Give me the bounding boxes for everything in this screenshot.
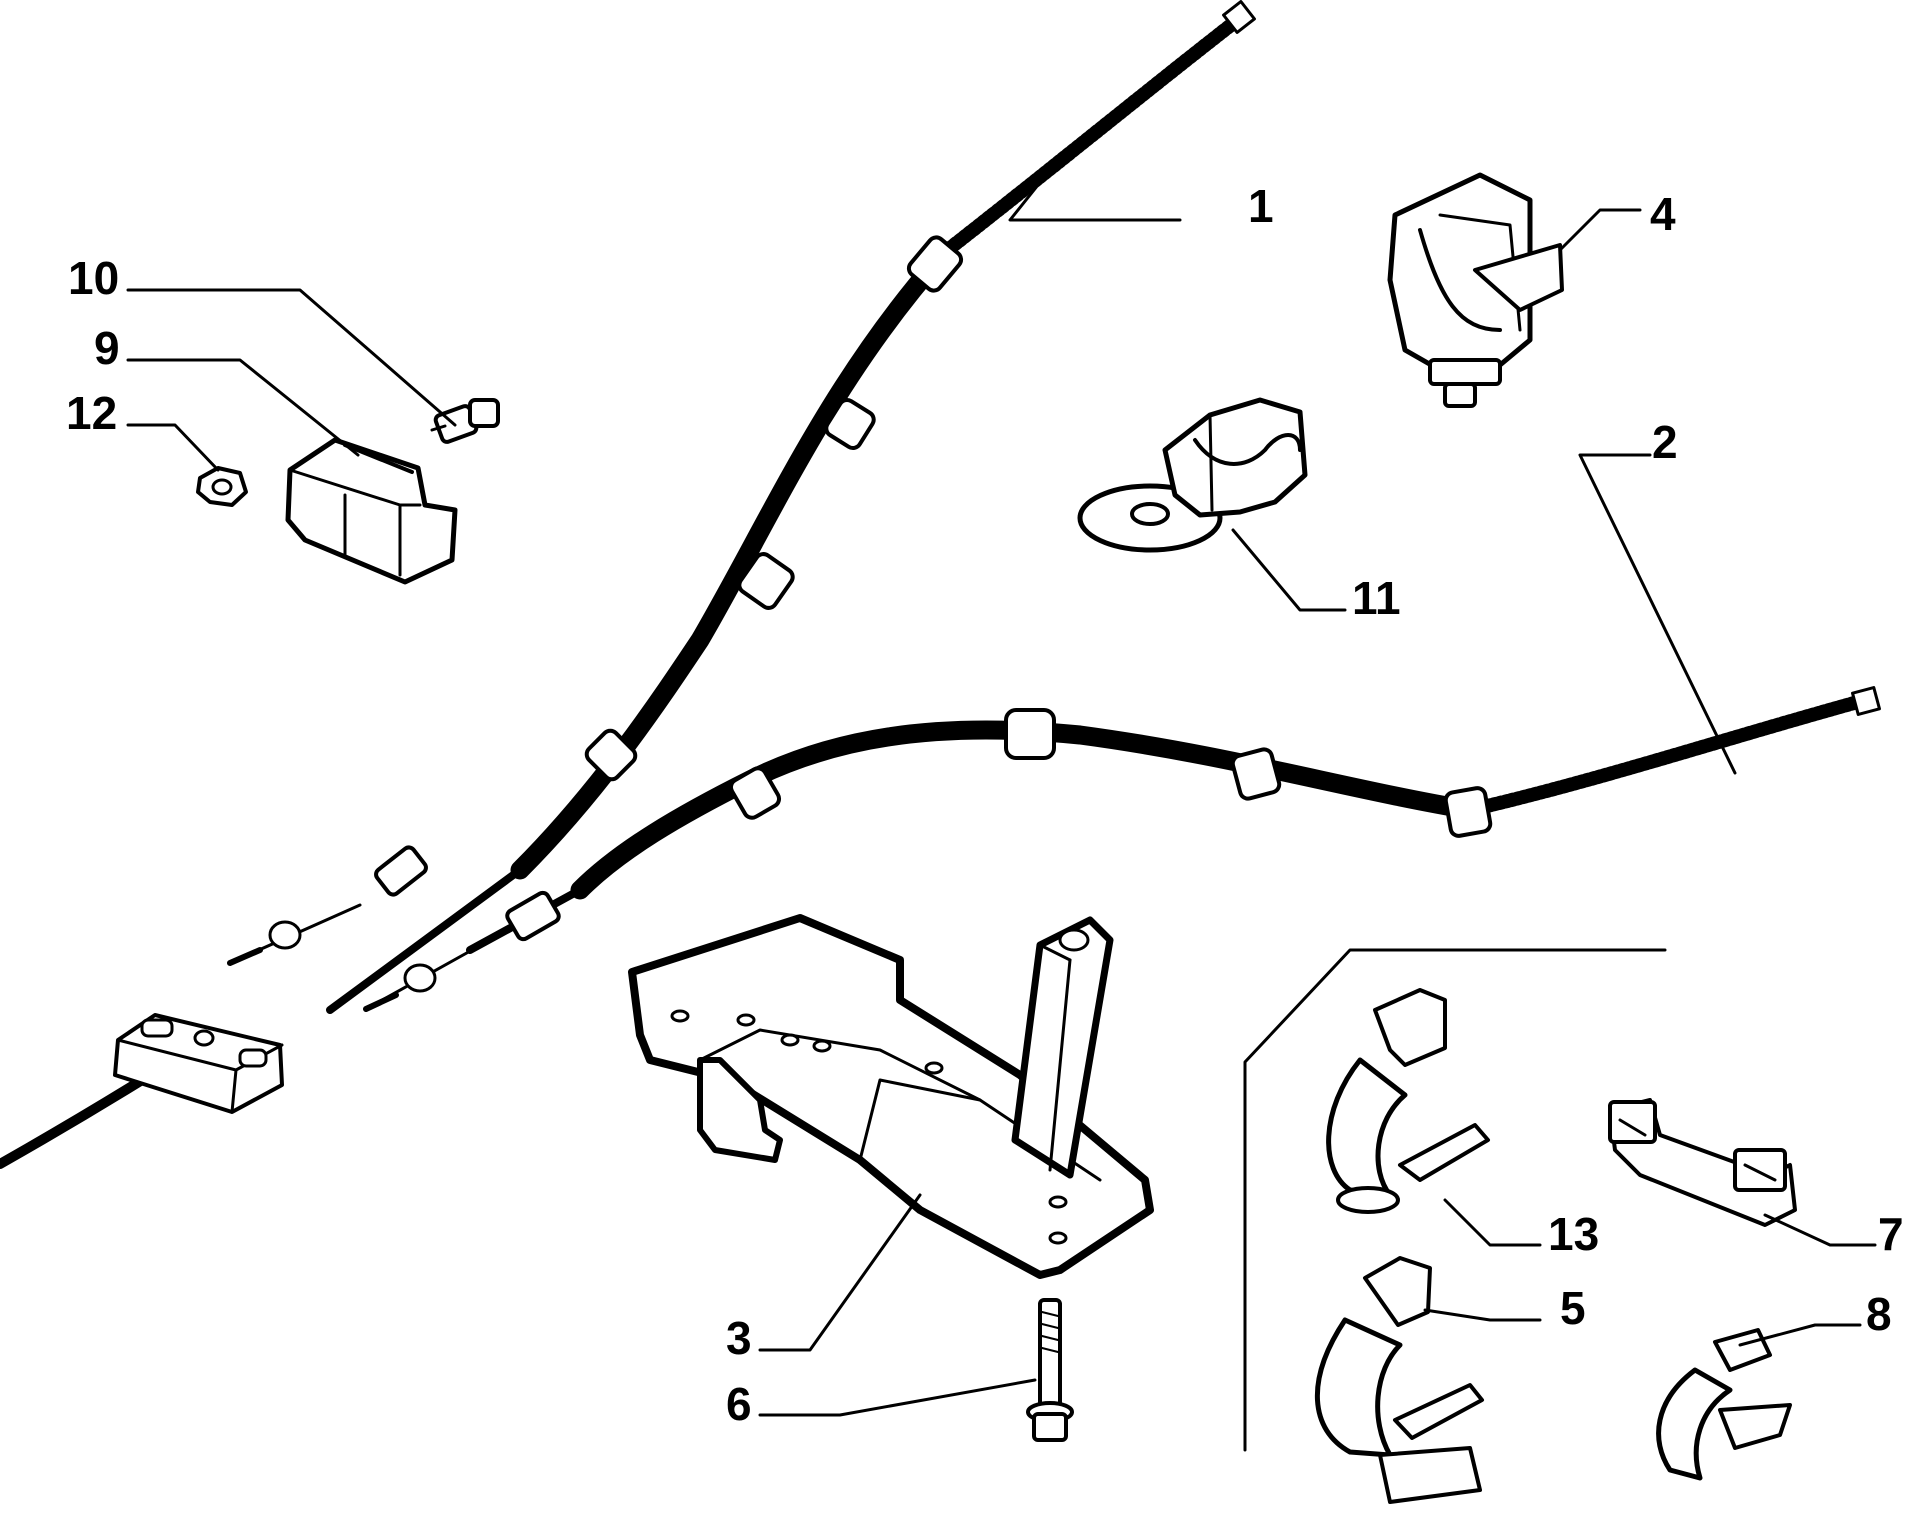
leader-3 bbox=[758, 1193, 922, 1352]
callout-9: 9 bbox=[94, 322, 120, 374]
leader-4 bbox=[1558, 208, 1642, 252]
callout-12: 12 bbox=[66, 387, 117, 439]
leader-9 bbox=[126, 358, 360, 457]
equalizer-lever-cable bbox=[0, 1013, 284, 1169]
part-5-clip bbox=[1314, 1256, 1484, 1504]
part-2-cable-lower bbox=[363, 686, 1881, 1012]
leader-lines bbox=[126, 158, 1877, 1417]
callout-3: 3 bbox=[726, 1312, 752, 1364]
leader-2 bbox=[1578, 453, 1737, 775]
part-12-nut bbox=[196, 466, 248, 507]
part-9-cover bbox=[285, 437, 458, 585]
part-13-clip bbox=[1326, 988, 1490, 1214]
part-6-bolt bbox=[1026, 1298, 1074, 1442]
leader-6 bbox=[758, 1378, 1037, 1417]
callout-7: 7 bbox=[1878, 1208, 1904, 1260]
leader-1 bbox=[1008, 158, 1182, 222]
leader-11 bbox=[1231, 528, 1347, 612]
leader-7 bbox=[1763, 1213, 1877, 1247]
callout-labels: 1 4 2 11 10 9 12 3 6 13 5 7 8 bbox=[66, 180, 1904, 1430]
callout-5: 5 bbox=[1560, 1282, 1586, 1334]
leader-12 bbox=[126, 423, 220, 472]
callout-8: 8 bbox=[1866, 1288, 1892, 1340]
part-8-small-clip bbox=[1656, 1328, 1792, 1481]
part-10-screw bbox=[430, 398, 500, 444]
part-4-cable-clip bbox=[1387, 172, 1564, 408]
callout-10: 10 bbox=[68, 252, 119, 304]
callout-4: 4 bbox=[1650, 188, 1676, 240]
callout-11: 11 bbox=[1352, 572, 1401, 624]
part-11-clip-nut-plate bbox=[1077, 397, 1308, 553]
leader-8 bbox=[1738, 1323, 1862, 1347]
callout-2: 2 bbox=[1652, 416, 1678, 468]
part-7-connector-clip bbox=[1608, 1098, 1797, 1227]
callout-13: 13 bbox=[1548, 1208, 1599, 1260]
callout-6: 6 bbox=[726, 1378, 752, 1430]
part-3-bracket bbox=[628, 914, 1154, 1279]
leader-5 bbox=[1423, 1308, 1542, 1322]
detail-panel-frame bbox=[1243, 948, 1667, 1452]
leader-13 bbox=[1443, 1198, 1542, 1247]
part-1-cable-upper bbox=[227, 0, 1256, 1014]
callout-1: 1 bbox=[1248, 180, 1274, 232]
leader-10 bbox=[126, 288, 457, 427]
